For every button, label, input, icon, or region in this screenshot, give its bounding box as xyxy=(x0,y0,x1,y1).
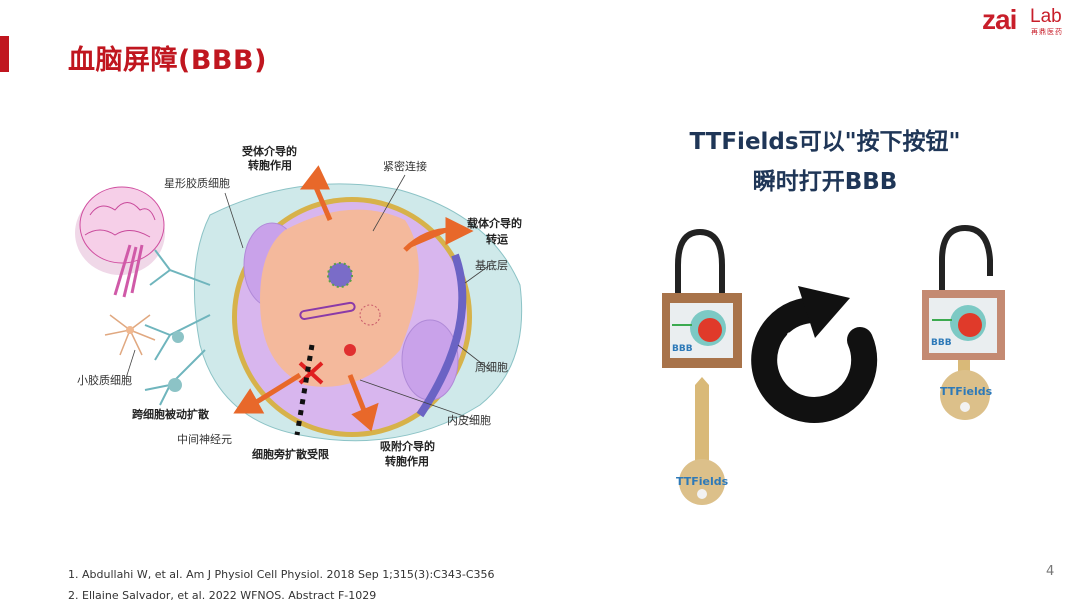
reference-1: 1. Abdullahi W, et al. Am J Physiol Cell… xyxy=(68,568,495,581)
title-accent-bar xyxy=(0,36,9,72)
bbb-illustration xyxy=(75,165,523,442)
brain-illustration xyxy=(75,186,165,298)
heading-line-2: 瞬时打开BBB xyxy=(752,169,898,195)
label-carrier-mediated-2: 转运 xyxy=(486,233,508,246)
lock-label-right: BBB xyxy=(931,338,952,348)
key-icon xyxy=(679,377,725,505)
lock-label-left: BBB xyxy=(672,344,693,354)
label-paracellular-restricted: 细胞旁扩散受限 xyxy=(252,448,329,461)
label-transcellular-diffusion: 跨细胞被动扩散 xyxy=(132,408,209,421)
page-number: 4 xyxy=(1046,564,1055,579)
label-microglia: 小胶质细胞 xyxy=(77,374,132,387)
microglia-illustration xyxy=(104,314,156,356)
lock-key-illustration: close open BBB BBB TTFields TTFields xyxy=(650,220,1030,515)
logo-brand: zai xyxy=(982,4,1017,35)
ttfields-heading: TTFields可以"按下按钮" 瞬时打开BBB xyxy=(640,122,1010,202)
label-carrier-mediated-1: 载体介导的 xyxy=(467,217,522,230)
key-label-right: TTFields xyxy=(940,385,993,398)
label-endothelial-cell: 内皮细胞 xyxy=(447,414,491,427)
lock-key-graphics: close open xyxy=(662,224,1005,505)
label-tight-junction: 紧密连接 xyxy=(383,160,427,173)
slide-title: 血脑屏障(BBB) xyxy=(68,45,267,76)
closed-lock-icon xyxy=(662,228,742,368)
heading-line-1: TTFields可以"按下按钮" xyxy=(689,129,961,155)
bbb-diagram: 受体介导的 转胞作用 紧密连接 星形胶质细胞 载体介导的 转运 基底层 小胶质细… xyxy=(60,135,560,480)
key-label-left: TTFields xyxy=(676,475,729,488)
open-lock-icon xyxy=(922,224,1005,420)
label-adsorptive-mediated-2: 转胞作用 xyxy=(385,455,429,468)
label-astrocyte: 星形胶质细胞 xyxy=(164,177,230,190)
logo-brand-suffix: Lab xyxy=(1030,6,1062,27)
astrocyte-illustration xyxy=(144,249,211,406)
label-basement-membrane: 基底层 xyxy=(475,259,508,272)
label-receptor-mediated-2: 转胞作用 xyxy=(248,159,292,172)
logo-brand-cn: 再鼎医药 xyxy=(1031,28,1063,36)
reference-2: 2. Ellaine Salvador, et al. 2022 WFNOS. … xyxy=(68,589,377,602)
label-interneuron: 中间神经元 xyxy=(177,433,232,446)
zai-lab-logo: zai Lab 再鼎医药 xyxy=(982,4,1074,38)
label-pericyte: 周细胞 xyxy=(475,361,508,374)
label-adsorptive-mediated-1: 吸附介导的 xyxy=(380,440,435,453)
label-receptor-mediated-1: 受体介导的 xyxy=(242,145,297,158)
rotate-arrow-icon: close open xyxy=(751,286,878,431)
